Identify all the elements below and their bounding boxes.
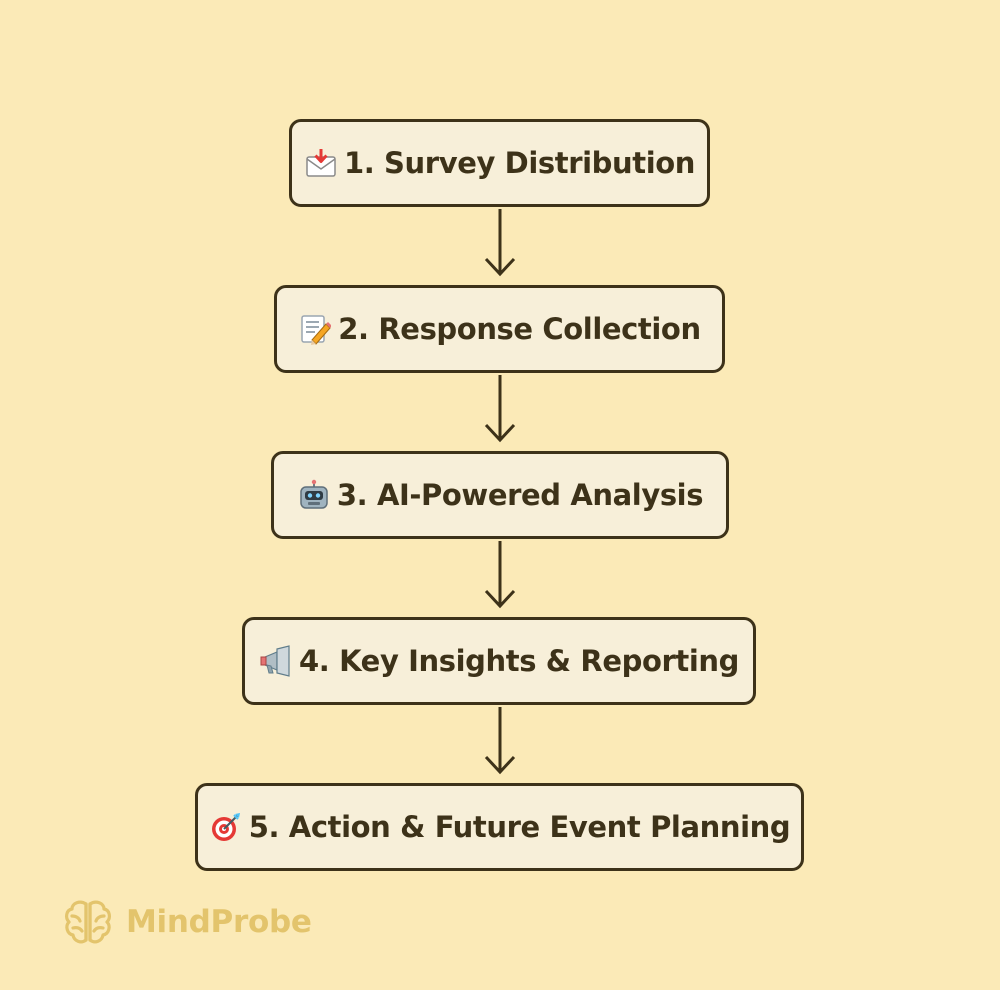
step-ai-powered-analysis: 3. AI-Powered Analysis	[271, 451, 729, 539]
step-survey-distribution: 1. Survey Distribution	[289, 119, 710, 207]
step-label: 3. AI-Powered Analysis	[336, 478, 704, 512]
step-label: 2. Response Collection	[338, 312, 701, 346]
brain-icon	[62, 896, 114, 948]
step-action-future-event-planning: 5. Action & Future Event Planning	[195, 783, 804, 871]
step-key-insights-reporting: 4. Key Insights & Reporting	[242, 617, 756, 705]
step-label: 5. Action & Future Event Planning	[248, 810, 791, 844]
arrow-down	[484, 373, 516, 445]
arrow-down	[484, 539, 516, 611]
envelope-incoming-icon	[304, 146, 338, 180]
step-label: 4. Key Insights & Reporting	[299, 644, 739, 678]
bullseye-dart-icon	[209, 810, 243, 844]
robot-icon	[297, 478, 331, 512]
step-response-collection: 2. Response Collection	[274, 285, 725, 373]
megaphone-icon	[259, 644, 293, 678]
brand-name: MindProbe	[126, 904, 312, 940]
step-label: 1. Survey Distribution	[343, 146, 696, 180]
brand-logo: MindProbe	[62, 896, 312, 948]
arrow-down	[484, 207, 516, 279]
arrow-down	[484, 705, 516, 777]
memo-pencil-icon	[298, 312, 332, 346]
